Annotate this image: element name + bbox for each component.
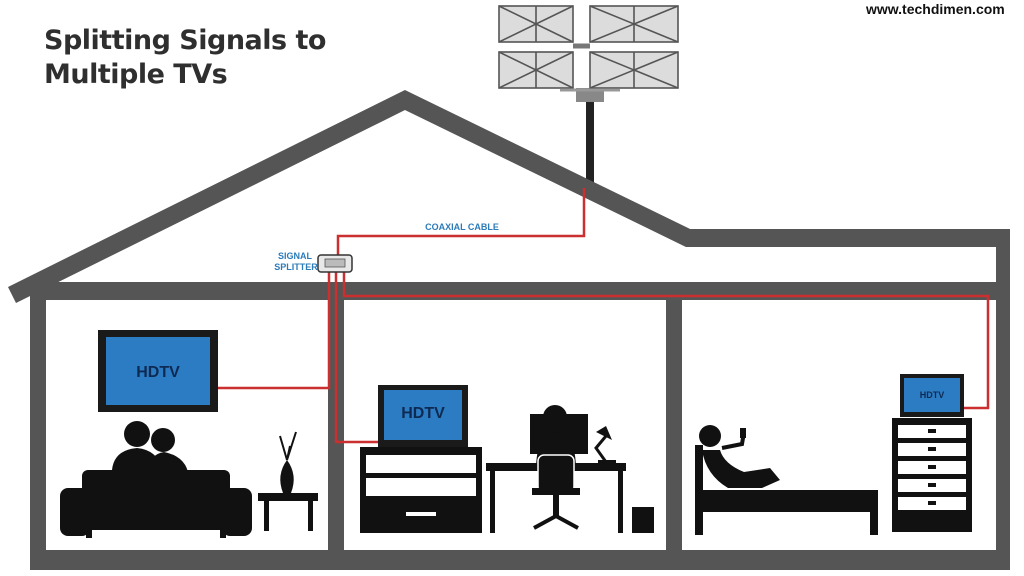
side-table-icon <box>258 493 318 531</box>
cable-to-bedroom <box>342 272 990 410</box>
living-room-tv: HDTV <box>98 330 218 412</box>
living-room-tv-label: HDTV <box>136 364 180 381</box>
desk-lamp-icon <box>594 426 616 464</box>
cable-antenna-to-splitter <box>336 188 586 264</box>
tv-stand-icon <box>360 447 482 533</box>
right-wall <box>996 282 1010 570</box>
cable-to-living-room <box>218 272 331 390</box>
splitter-label: SPLITTER <box>274 262 318 272</box>
office-tv: HDTV <box>378 385 468 447</box>
antenna-icon <box>498 5 679 188</box>
house-roof <box>7 89 1010 304</box>
inner-wall-2 <box>666 282 682 570</box>
title-line-1: Splitting Signals to <box>44 25 326 56</box>
couch-icon <box>60 470 252 538</box>
office-tv-label: HDTV <box>401 405 445 422</box>
living-room-furniture <box>60 421 318 538</box>
signal-label: SIGNAL <box>278 251 313 261</box>
coaxial-cable <box>218 188 990 444</box>
people-on-couch-icon <box>112 421 188 472</box>
office-chair-icon <box>532 454 580 530</box>
cable-to-office <box>334 272 380 444</box>
page-title: Splitting Signals to Multiple TVs <box>44 24 326 92</box>
office-furniture <box>486 405 654 533</box>
bedroom-dresser-icon <box>892 418 972 532</box>
left-wall <box>30 282 46 570</box>
title-line-2: Multiple TVs <box>44 59 228 90</box>
splitter-icon <box>317 254 353 273</box>
floor <box>30 550 1010 570</box>
ceiling-beam <box>30 282 1010 300</box>
vase-icon <box>279 431 297 493</box>
site-url: www.techdimen.com <box>866 1 1005 17</box>
reclining-person-icon <box>699 425 780 488</box>
bed-icon <box>695 445 878 535</box>
waste-bin-icon <box>632 507 654 533</box>
coaxial-cable-label: COAXIAL CABLE <box>425 222 499 232</box>
bedroom-tv: HDTV <box>900 374 964 417</box>
antenna-mast <box>586 96 594 188</box>
bedroom-tv-label: HDTV <box>920 390 945 400</box>
bedroom-furniture <box>695 425 878 535</box>
